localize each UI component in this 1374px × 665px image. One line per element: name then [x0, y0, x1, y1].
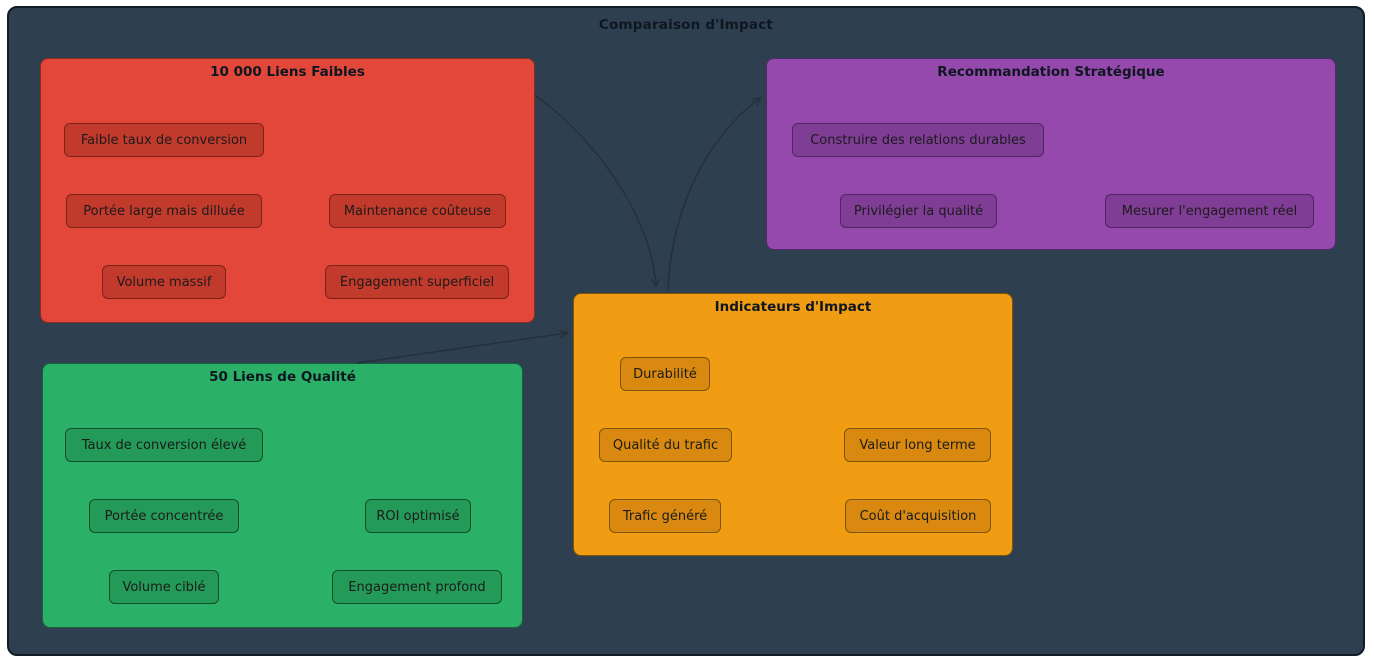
node-portee-large-dilluee: Portée large mais dilluée: [66, 194, 262, 228]
node-valeur-long-terme: Valeur long terme: [844, 428, 991, 462]
node-engagement-superficiel: Engagement superficiel: [325, 265, 509, 299]
diagram-title: Comparaison d'Impact: [598, 17, 774, 33]
node-cout-acquisition: Coût d'acquisition: [845, 499, 991, 533]
node-maintenance-couteuse: Maintenance coûteuse: [329, 194, 506, 228]
node-roi-optimise: ROI optimisé: [365, 499, 471, 533]
node-taux-conversion-eleve: Taux de conversion élevé: [65, 428, 263, 462]
group-impact-indicators-title: Indicateurs d'Impact: [714, 299, 872, 315]
node-trafic-genere: Trafic généré: [609, 499, 721, 533]
node-construire-relations-durables: Construire des relations durables: [792, 123, 1044, 157]
node-mesurer-engagement-reel: Mesurer l'engagement réel: [1105, 194, 1314, 228]
node-durabilite: Durabilité: [620, 357, 710, 391]
group-weak-links-title: 10 000 Liens Faibles: [210, 64, 365, 80]
group-strategic-recommendation: Recommandation Stratégique Construire de…: [766, 58, 1336, 250]
node-portee-concentree: Portée concentrée: [89, 499, 239, 533]
group-quality-links-title: 50 Liens de Qualité: [209, 369, 356, 385]
node-privilegier-qualite: Privilégier la qualité: [840, 194, 997, 228]
group-impact-indicators: Indicateurs d'Impact Durabilité Qualité …: [573, 293, 1013, 556]
group-weak-links: 10 000 Liens Faibles Faible taux de conv…: [40, 58, 535, 323]
group-strategic-recommendation-title: Recommandation Stratégique: [937, 64, 1165, 80]
node-faible-taux-conversion: Faible taux de conversion: [64, 123, 264, 157]
node-engagement-profond: Engagement profond: [332, 570, 502, 604]
node-volume-cible: Volume ciblé: [109, 570, 219, 604]
group-quality-links: 50 Liens de Qualité Taux de conversion é…: [42, 363, 523, 628]
node-volume-massif: Volume massif: [102, 265, 226, 299]
node-qualite-trafic: Qualité du trafic: [599, 428, 732, 462]
